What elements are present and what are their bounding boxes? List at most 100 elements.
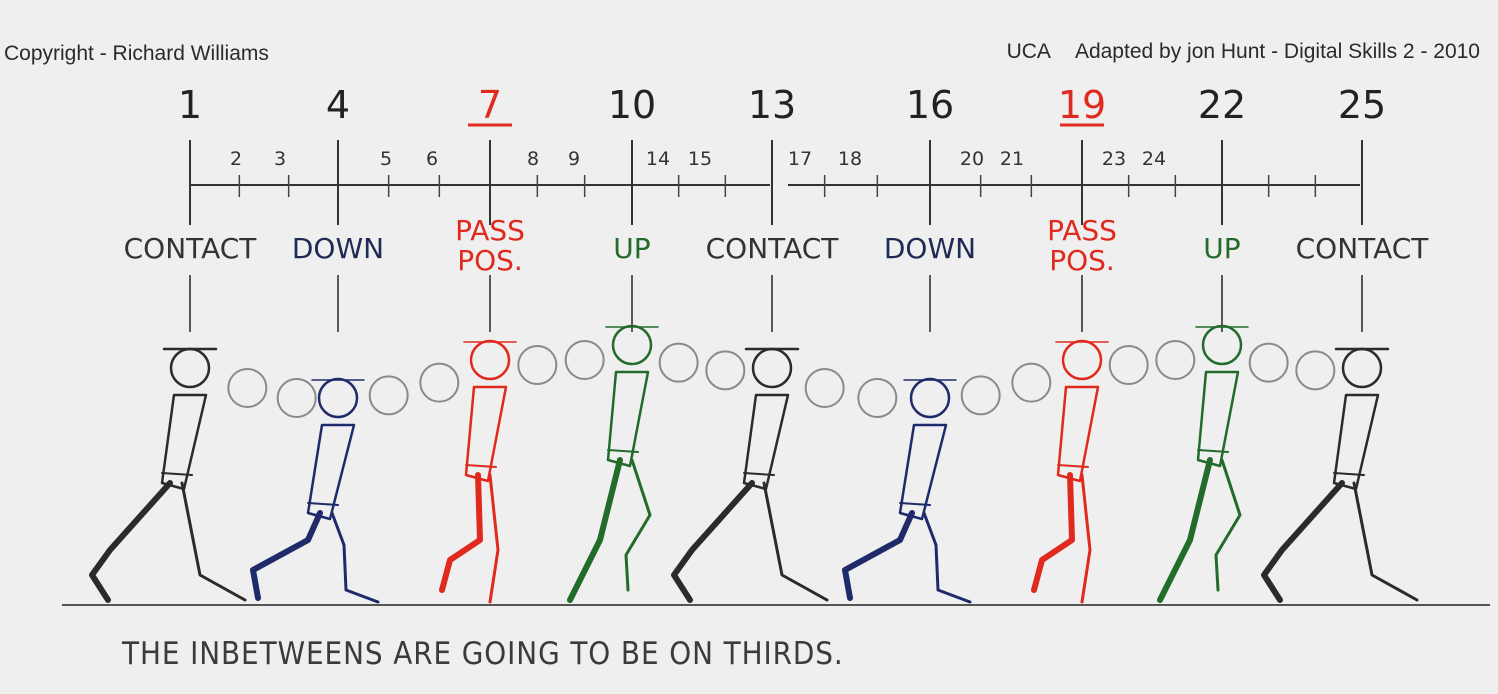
walker-back-leg	[671, 480, 755, 603]
walker-belt	[465, 464, 497, 468]
walker-figure	[671, 347, 829, 603]
walker-back-leg	[842, 510, 915, 601]
walker-front-leg	[330, 511, 380, 604]
pose-label: UP	[1203, 232, 1240, 265]
walker-head	[1341, 347, 1383, 389]
pose-label: PASS	[455, 214, 525, 247]
walker-figure	[1157, 324, 1249, 603]
footnote-text: THE INBETWEENS ARE GOING TO BE ON THIRDS…	[122, 636, 844, 672]
adapted-by: Adapted by jon Hunt - Digital Skills 2 -…	[1074, 40, 1480, 63]
walker-front-leg	[1352, 481, 1419, 602]
walker-torso	[306, 423, 356, 521]
walker-figure	[250, 377, 380, 604]
walker-front-leg	[180, 481, 247, 602]
walker-head	[1201, 324, 1243, 366]
key-frame-number: 13	[748, 83, 796, 127]
inbetween-number: 15	[688, 148, 712, 170]
walker-belt	[1197, 449, 1229, 453]
inbetween-number: 20	[960, 148, 984, 170]
inbetween-head-circle	[1108, 345, 1149, 385]
pose-label: POS.	[1049, 244, 1115, 277]
inbetween-number: 9	[568, 148, 580, 170]
walker-torso	[1196, 370, 1240, 468]
walker-head	[909, 377, 951, 419]
key-frame-number: 7	[478, 83, 502, 127]
walker-back-leg	[439, 472, 483, 593]
key-frame-number: 16	[906, 83, 954, 127]
head-path	[227, 340, 1336, 418]
inbetween-number: 3	[274, 148, 286, 170]
pose-label: DOWN	[884, 232, 976, 265]
org-name: UCA	[1006, 40, 1051, 63]
key-frame-number: 25	[1338, 83, 1386, 127]
pose-label: CONTACT	[124, 232, 258, 265]
walker-belt	[899, 502, 931, 506]
pose-label: DOWN	[292, 232, 384, 265]
walker-belt	[743, 472, 775, 476]
walker-front-leg	[762, 481, 829, 602]
walker-back-leg	[1157, 457, 1213, 603]
walker-figure	[89, 347, 247, 603]
inbetween-head-circle	[658, 342, 699, 383]
walker-front-leg	[1080, 473, 1092, 604]
walker-front-leg	[922, 511, 972, 604]
pose-label: UP	[613, 232, 650, 265]
walker-figure	[842, 377, 972, 604]
inbetween-head-circle	[705, 350, 746, 391]
inbetween-head-circle	[276, 378, 317, 418]
walker-belt	[307, 502, 339, 506]
walker-figure	[439, 339, 517, 604]
walker-back-leg	[1261, 480, 1345, 603]
inbetween-head-circle	[517, 345, 558, 385]
walker-torso	[606, 370, 650, 468]
pose-label: PASS	[1047, 214, 1117, 247]
key-frame-number: 19	[1058, 83, 1106, 127]
walker-head	[317, 377, 359, 419]
inbetween-number: 18	[838, 148, 862, 170]
walker-belt	[161, 472, 193, 476]
inbetween-number: 2	[230, 148, 242, 170]
walk-figures	[89, 324, 1419, 604]
inbetween-head-circle	[227, 368, 268, 408]
pose-label: CONTACT	[706, 232, 840, 265]
pose-label: CONTACT	[1296, 232, 1430, 265]
inbetween-number: 17	[788, 148, 812, 170]
walker-torso	[464, 385, 508, 483]
walker-back-leg	[89, 480, 173, 603]
inbetween-head-circle	[960, 375, 1001, 416]
inbetween-number: 24	[1142, 148, 1166, 170]
inbetween-head-circle	[1248, 342, 1289, 383]
pose-label: POS.	[457, 244, 523, 277]
inbetween-number: 5	[380, 148, 392, 170]
walker-figure	[567, 324, 659, 603]
inbetween-head-circle	[804, 368, 845, 408]
walker-back-leg	[1031, 472, 1075, 593]
inbetween-head-circle	[1011, 362, 1052, 403]
walker-belt	[1333, 472, 1365, 476]
walker-torso	[1056, 385, 1100, 483]
inbetween-head-circle	[857, 378, 898, 418]
walker-head	[611, 324, 653, 366]
inbetween-head-circle	[1155, 340, 1196, 380]
key-frame-number: 1	[178, 83, 202, 127]
inbetween-number: 23	[1102, 148, 1126, 170]
walker-front-leg	[488, 473, 500, 604]
walker-head	[169, 347, 211, 389]
inbetween-head-circle	[419, 362, 460, 403]
copyright-text: Copyright - Richard Williams	[4, 42, 269, 65]
walker-back-leg	[250, 510, 323, 601]
inbetween-number: 21	[1000, 148, 1024, 170]
walker-head	[1061, 339, 1103, 381]
key-frame-number: 22	[1198, 83, 1246, 127]
walker-head	[469, 339, 511, 381]
key-frame-number: 4	[326, 83, 350, 127]
inbetween-head-circle	[1295, 350, 1336, 391]
inbetween-number: 14	[646, 148, 670, 170]
walker-front-leg	[1214, 458, 1242, 592]
key-frame-number: 10	[608, 83, 656, 127]
credits-text: UCA Adapted by jon Hunt - Digital Skills …	[1007, 40, 1480, 64]
inbetween-head-circle	[564, 340, 605, 380]
